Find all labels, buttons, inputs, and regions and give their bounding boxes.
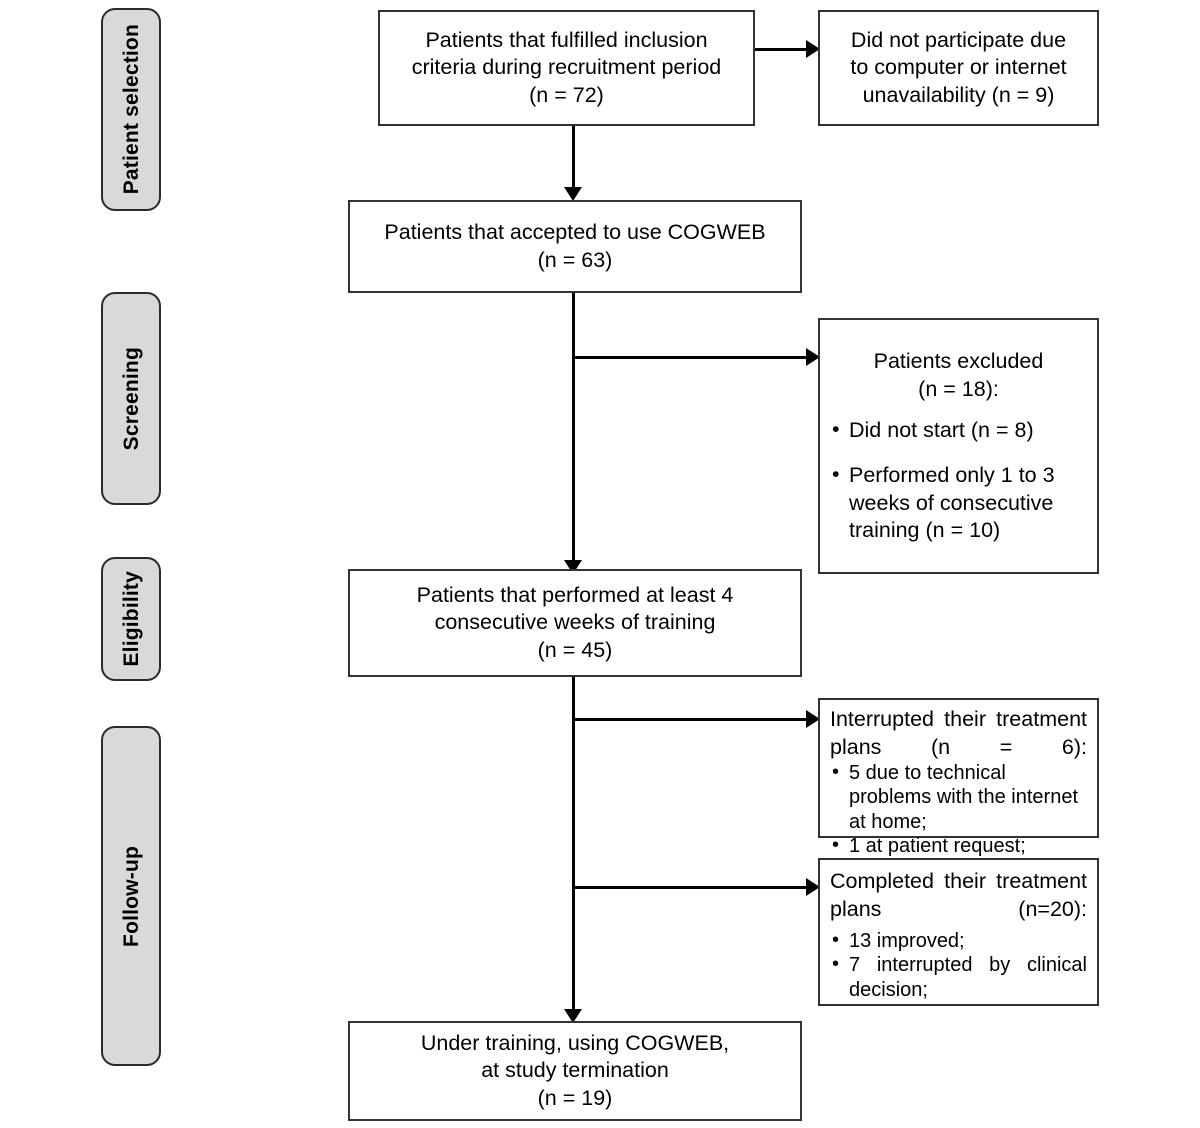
node-accepted-cogweb: Patients that accepted to use COGWEB (n …: [348, 200, 802, 293]
node-excluded-heading: Patients excluded (n = 18):: [873, 349, 1044, 401]
node-completed-heading: Completed their treatment plans (n=20):: [830, 869, 1087, 921]
list-item: Did not start (n = 8): [830, 416, 1087, 444]
arrowhead-to-under-training: [564, 1009, 582, 1023]
node-not-participated-text: Did not participate due to computer or i…: [850, 27, 1067, 107]
connector-included-to-accepted: [572, 126, 575, 191]
node-under-training: Under training, using COGWEB, at study t…: [348, 1021, 802, 1121]
list-item: 5 due to technical problems with the int…: [830, 760, 1087, 834]
connector-included-to-not-participated: [755, 48, 808, 51]
spacer: [820, 403, 1097, 417]
arrowhead-to-completed: [806, 878, 820, 896]
stage-patient-selection: Patient selection: [101, 8, 161, 211]
list-item: 1 at patient request;: [830, 833, 1087, 858]
stage-label-screening: Screening: [119, 346, 143, 451]
node-included-screened: Patients that fulfilled inclusion criter…: [378, 10, 755, 126]
connector-performed-to-under-training: [572, 677, 575, 1020]
connector-accepted-to-excluded: [572, 356, 812, 359]
list-item: 7 interrupted by clinical decision;: [830, 952, 1087, 1002]
node-accepted-cogweb-text: Patients that accepted to use COGWEB (n …: [384, 219, 766, 272]
connector-performed-to-completed: [572, 886, 812, 889]
node-completed-bullets: 13 improved; 7 interrupted by clinical d…: [820, 928, 1097, 1002]
node-performed-four-weeks: Patients that performed at least 4 conse…: [348, 569, 802, 677]
stage-label-eligibility: Eligibility: [119, 571, 143, 667]
node-interrupted-heading: Interrupted their treatment plans (n = 6…: [830, 707, 1087, 759]
stage-screening: Screening: [101, 292, 161, 505]
arrowhead-to-excluded: [806, 348, 820, 366]
node-excluded-bullets: Did not start (n = 8) Performed only 1 t…: [820, 416, 1097, 543]
arrowhead-to-accepted: [564, 187, 582, 201]
stage-label-patient-selection: Patient selection: [119, 24, 143, 195]
node-interrupted: Interrupted their treatment plans (n = 6…: [818, 698, 1099, 858]
node-performed-four-weeks-text: Patients that performed at least 4 conse…: [416, 582, 734, 662]
arrowhead-to-not-participated: [806, 40, 820, 58]
list-item: Performed only 1 to 3 weeks of consecuti…: [830, 461, 1087, 543]
list-item: 13 improved;: [830, 928, 1087, 953]
connector-accepted-to-performed: [572, 293, 575, 564]
connector-performed-to-interrupted: [572, 718, 812, 721]
node-under-training-text: Under training, using COGWEB, at study t…: [420, 1030, 730, 1110]
node-excluded: Patients excluded (n = 18): Did not star…: [818, 318, 1099, 574]
stage-follow-up: Follow-up: [101, 726, 161, 1066]
node-completed: Completed their treatment plans (n=20): …: [818, 858, 1099, 1006]
arrowhead-to-interrupted: [806, 710, 820, 728]
node-interrupted-bullets: 5 due to technical problems with the int…: [820, 760, 1097, 859]
node-included-screened-text: Patients that fulfilled inclusion criter…: [411, 27, 722, 107]
node-not-participated: Did not participate due to computer or i…: [818, 10, 1099, 126]
stage-eligibility: Eligibility: [101, 557, 161, 681]
stage-label-follow-up: Follow-up: [119, 845, 143, 947]
